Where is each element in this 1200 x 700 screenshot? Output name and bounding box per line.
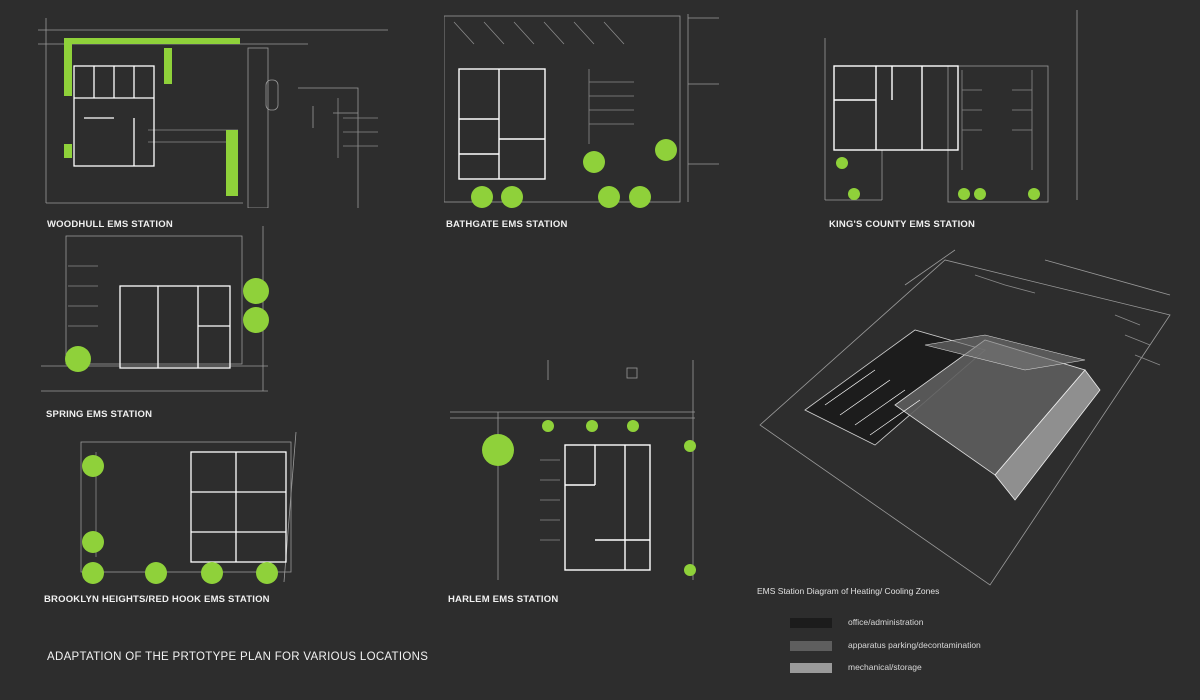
harlem-caption: HARLEM EMS STATION: [448, 594, 559, 605]
legend-label-mechanical: mechanical/storage: [848, 662, 922, 672]
legend-swatch-office: [790, 618, 832, 628]
legend-label-apparatus: apparatus parking/decontamination: [848, 640, 981, 650]
brooklyn-heights-site-plan: [76, 432, 306, 587]
woodhull-site-plan: [38, 18, 388, 208]
spring-site-plan: [38, 226, 278, 396]
legend-swatch-mechanical: [790, 663, 832, 673]
isometric-zone-diagram: [745, 245, 1185, 590]
legend-swatch-apparatus: [790, 641, 832, 651]
brooklyn-heights-caption: BROOKLYN HEIGHTS/RED HOOK EMS STATION: [44, 594, 270, 605]
harlem-site-plan: [450, 360, 710, 585]
spring-caption: SPRING EMS STATION: [46, 409, 153, 420]
woodhull-caption: WOODHULL EMS STATION: [47, 219, 173, 230]
bathgate-site-plan: [444, 14, 724, 214]
page-title: ADAPTATION OF THE PRTOTYPE PLAN FOR VARI…: [47, 651, 429, 663]
diagram-title: EMS Station Diagram of Heating/ Cooling …: [757, 586, 940, 596]
kings-county-caption: KING'S COUNTY EMS STATION: [829, 219, 976, 230]
bathgate-caption: BATHGATE EMS STATION: [446, 219, 568, 230]
legend-label-office: office/administration: [848, 617, 924, 627]
kings-county-site-plan: [822, 10, 1092, 210]
